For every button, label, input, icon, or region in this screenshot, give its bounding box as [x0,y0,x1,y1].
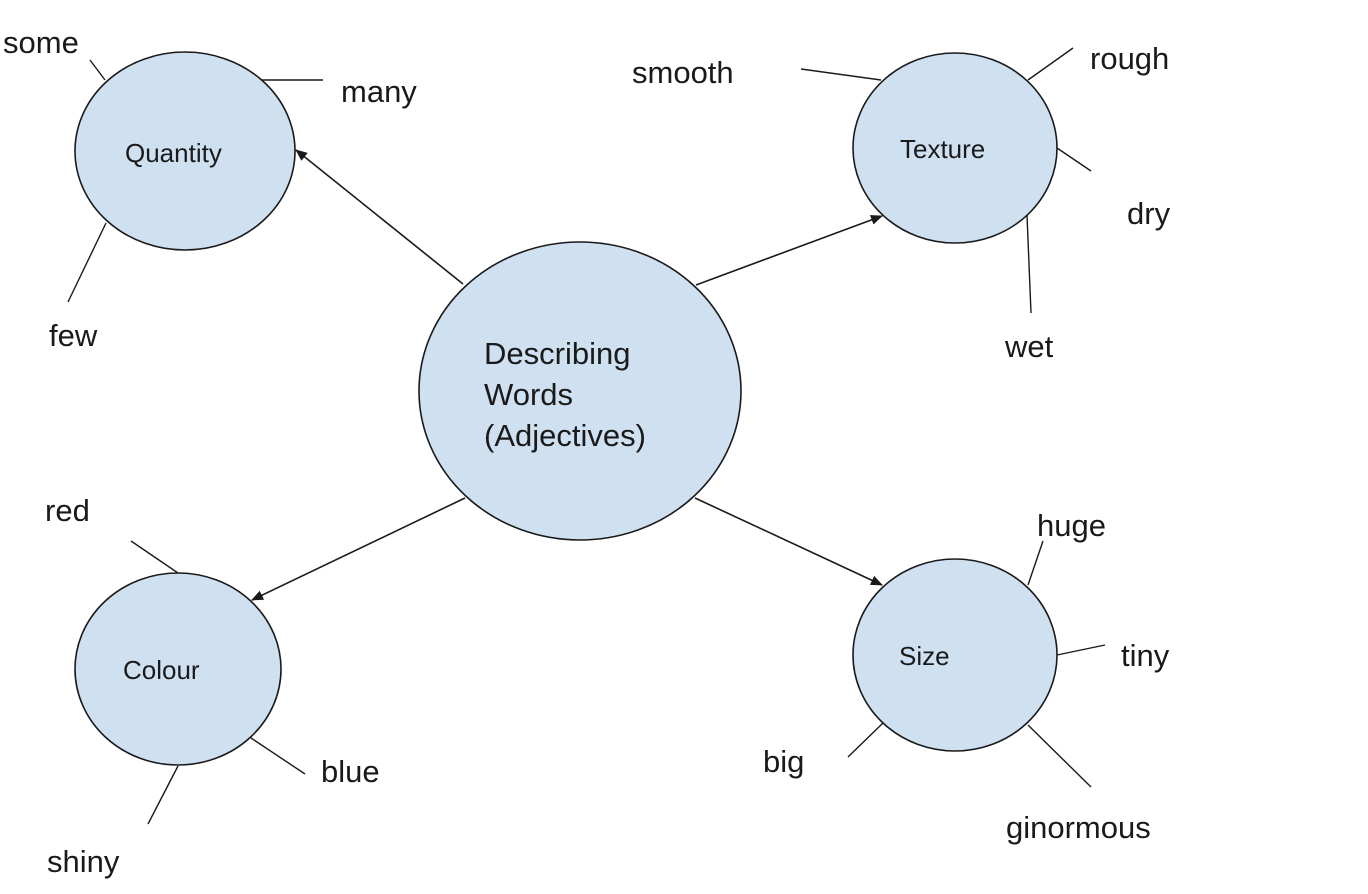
word-big: big [763,744,805,779]
central-label-line-1: Describing [484,336,631,371]
spoke-texture-rough [1027,47,1074,81]
word-some: some [3,25,79,60]
colour-node [74,572,282,766]
word-red: red [45,493,90,528]
size-node [852,558,1058,752]
colour-node-label: Colour [123,655,200,685]
arrow-to-quantity [295,149,464,285]
word-wet: wet [1005,329,1054,364]
quantity-node [74,51,296,251]
word-dry: dry [1127,196,1171,231]
texture-node [852,52,1058,244]
central-node-label: Describing Words (Adjectives) [484,333,704,456]
spoke-texture-smooth [800,68,882,81]
word-smooth: smooth [632,55,734,90]
spoke-size-ginormous [1027,724,1092,788]
word-rough: rough [1090,41,1170,76]
size-node-label: Size [899,641,950,671]
word-many: many [341,74,417,109]
quantity-node-label: Quantity [125,138,222,168]
word-tiny: tiny [1121,638,1170,673]
spoke-size-huge [1027,540,1044,586]
word-ginormous: ginormous [1006,810,1151,845]
spoke-quantity-few [67,222,107,303]
spoke-colour-shiny [147,765,179,825]
arrow-to-colour [251,497,466,601]
spoke-quantity-some [89,59,106,81]
word-blue: blue [321,754,380,789]
spoke-colour-red [130,540,179,574]
arrow-to-size [694,497,883,586]
central-node [418,241,742,541]
spoke-size-tiny [1056,644,1106,656]
spoke-texture-dry [1056,147,1092,172]
central-label-line-3: (Adjectives) [484,418,646,453]
central-label-line-2: Words [484,377,574,412]
texture-node-label: Texture [900,134,986,164]
word-huge: huge [1037,508,1106,543]
spoke-size-big [847,722,884,758]
arrow-to-texture [695,215,883,286]
word-shiny: shiny [47,844,120,879]
spoke-texture-wet [1026,214,1032,314]
word-few: few [49,318,98,353]
spoke-colour-blue [250,737,306,775]
